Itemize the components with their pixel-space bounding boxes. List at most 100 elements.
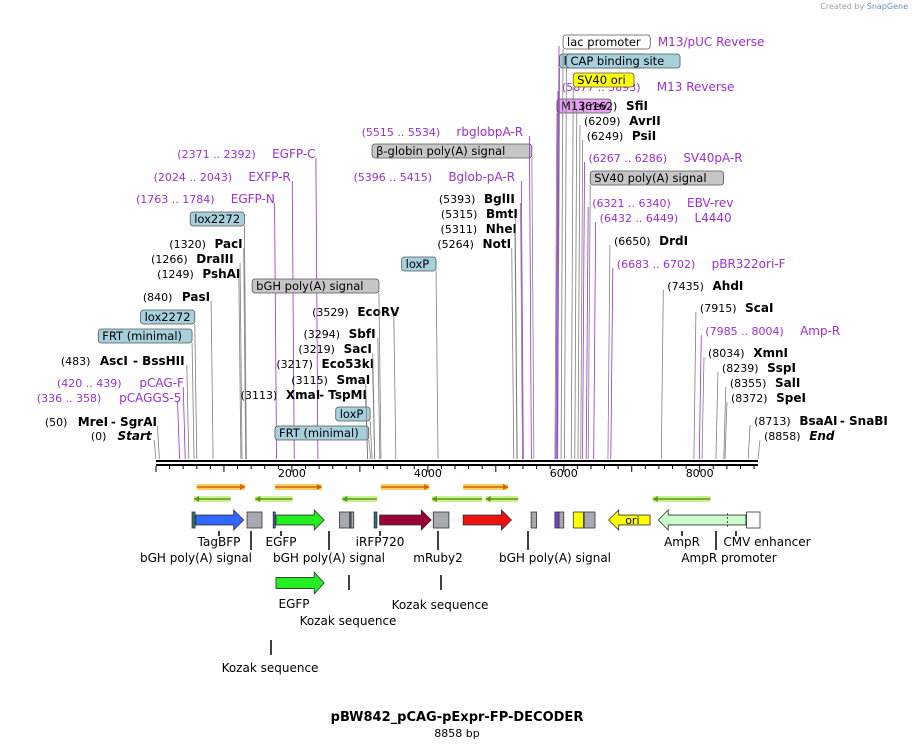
leader-line bbox=[660, 289, 664, 460]
leader-line bbox=[378, 292, 382, 460]
label-position: (5264) bbox=[437, 238, 474, 251]
label-name: AhdI bbox=[712, 279, 743, 293]
label-position: (5396 .. 5415) bbox=[354, 171, 433, 184]
orf-arrowhead bbox=[342, 496, 348, 502]
map-label-enzyme: (7915) ScaI bbox=[693, 301, 774, 460]
map-label-enzyme: (3115)SmaI bbox=[291, 373, 370, 460]
feature-box bbox=[373, 511, 378, 529]
label-name: rbglobpA-R bbox=[456, 125, 523, 139]
label-position: (1763 .. 1784) bbox=[136, 193, 215, 206]
feature-tag-text: loxP bbox=[340, 407, 364, 421]
leader-line bbox=[291, 180, 295, 460]
leader-line bbox=[574, 109, 578, 460]
label-name: MreI bbox=[78, 415, 108, 429]
label-position: (420 .. 439) bbox=[57, 377, 122, 390]
feature-tag-box bbox=[189, 211, 245, 227]
label-name: SalI bbox=[775, 376, 800, 390]
feature-tag-box bbox=[401, 256, 437, 272]
map-label-enzyme: (3113)XmaI- TspMI bbox=[241, 388, 368, 460]
map-label-enzyme: (5315)BmtI bbox=[441, 207, 518, 460]
feature-label: bGH poly(A) signal bbox=[273, 551, 385, 565]
map-label-feature: FRT (minimal) bbox=[274, 425, 372, 460]
map-label-enzyme: (6162)SfiI bbox=[574, 99, 648, 460]
map-label-feature: lac promoter bbox=[560, 34, 651, 460]
label-position: (5393) bbox=[439, 193, 476, 206]
label-position: (8713) bbox=[754, 415, 791, 428]
orf-arrowhead bbox=[255, 496, 261, 502]
leader-line bbox=[585, 206, 589, 460]
label-name: PsiI bbox=[632, 129, 656, 143]
label-name: SpeI bbox=[776, 391, 806, 405]
leader-line bbox=[610, 267, 614, 460]
label-position: (6683 .. 6702) bbox=[617, 258, 696, 271]
label-position: (5315) bbox=[441, 208, 478, 221]
label-position: (7915) bbox=[700, 302, 737, 315]
feature-box bbox=[558, 511, 565, 529]
label-position: (1249) bbox=[157, 268, 194, 281]
label-name: SfiI bbox=[626, 99, 648, 113]
label-name: EBV-rev bbox=[687, 196, 733, 210]
label-position: (483) bbox=[61, 355, 91, 368]
map-label-enzyme: (8034)XmnI bbox=[701, 346, 788, 460]
label-name: NotI bbox=[483, 237, 512, 251]
label-text-group: (5515 .. 5534)rbglobpA-R bbox=[362, 125, 524, 139]
orf-reverse-arrow bbox=[485, 496, 519, 502]
label-position: (6249) bbox=[587, 130, 624, 143]
map-label-primer: (1763 .. 1784)EGFP-N bbox=[136, 192, 277, 460]
label-position: (3219) bbox=[298, 343, 335, 356]
feature-label: AmpR promoter bbox=[681, 551, 776, 565]
leader-line bbox=[555, 90, 559, 460]
label-name: EXFP-R bbox=[248, 170, 290, 184]
map-label-feature: CAP binding site bbox=[564, 53, 681, 460]
feature-tag-text: β-globin poly(A) signal bbox=[376, 144, 505, 158]
feature-tag-box bbox=[572, 72, 635, 88]
leader-line bbox=[724, 401, 728, 460]
leader-line bbox=[182, 386, 186, 460]
label-name: ScaI bbox=[745, 301, 773, 315]
leader-line bbox=[520, 180, 524, 460]
orf-forward-arrow bbox=[463, 484, 509, 490]
map-label-enzyme: (6650)DrdI bbox=[607, 234, 688, 460]
leader-line bbox=[274, 202, 277, 460]
label-name: EcoRV bbox=[357, 305, 400, 319]
leader-line bbox=[582, 161, 585, 460]
feature-shape bbox=[379, 509, 432, 531]
orf-arrowhead bbox=[316, 484, 322, 490]
leader-line bbox=[570, 86, 574, 460]
feature-arrow: ori bbox=[608, 509, 651, 531]
leader-line bbox=[556, 45, 560, 460]
feature-shape bbox=[462, 509, 513, 531]
map-label-feature: bGH poly(A) signal bbox=[251, 278, 382, 460]
label-text-group: (1763 .. 1784)EGFP-N bbox=[136, 192, 275, 206]
feature-label: bGH poly(A) signal bbox=[140, 551, 252, 565]
orf-reverse-arrow bbox=[652, 496, 711, 502]
label-name: XmnI bbox=[753, 346, 788, 360]
leader-line bbox=[531, 157, 535, 460]
label-name-secondary: - TspMI bbox=[319, 388, 367, 402]
map-label-primer: (420 .. 439)pCAG-F bbox=[57, 376, 186, 460]
label-name: DraIII bbox=[196, 252, 233, 266]
feature-shape bbox=[558, 511, 565, 529]
orf-arrowhead bbox=[194, 496, 200, 502]
label-position: (3294) bbox=[303, 328, 340, 341]
feature-inline-label: ori bbox=[625, 514, 639, 527]
label-text-group: (5264) NotI bbox=[437, 237, 511, 251]
feature-box bbox=[583, 511, 596, 529]
label-text-group: (7915) ScaI bbox=[700, 301, 774, 315]
feature-tag-box bbox=[251, 278, 380, 294]
label-position: (6321 .. 6340) bbox=[592, 197, 671, 210]
axis-tick-label: 4000 bbox=[414, 467, 442, 480]
feature-tag-box bbox=[562, 34, 651, 50]
feature-tag-text: lox2272 bbox=[194, 212, 240, 226]
label-name: SV40pA-R bbox=[683, 151, 742, 165]
feature-label: CMV enhancer bbox=[723, 535, 810, 549]
map-label-enzyme: (483)AscI- BssHII bbox=[61, 354, 190, 460]
map-label-enzyme: (5393)BglII bbox=[439, 192, 523, 460]
leader-line bbox=[186, 364, 190, 460]
leader-line bbox=[372, 352, 376, 460]
leader-line bbox=[715, 371, 719, 460]
label-position: (0) bbox=[91, 430, 107, 443]
label-name: AscI bbox=[100, 354, 128, 368]
map-label-enzyme: (50)MreI- SgrAI bbox=[45, 415, 160, 460]
label-name: Bglob-pA-R bbox=[448, 170, 515, 184]
